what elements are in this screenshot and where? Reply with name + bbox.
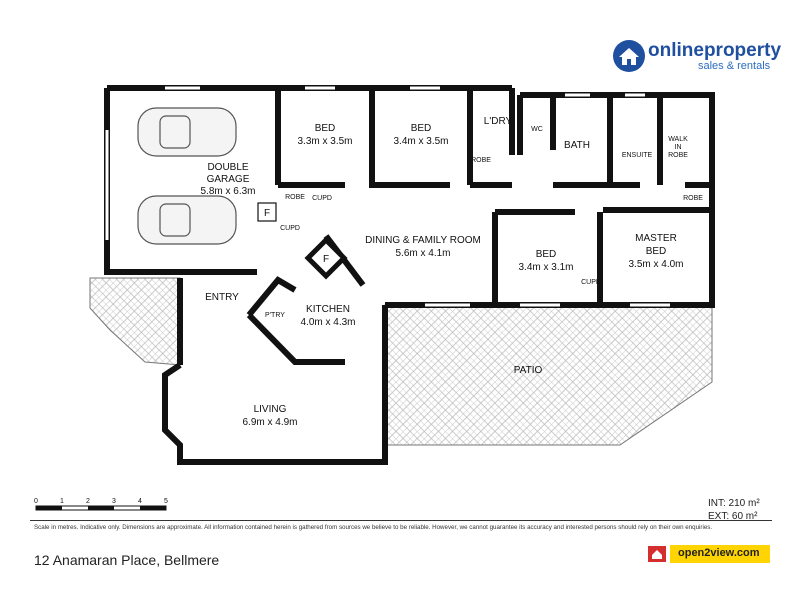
garage-dimensions: 5.8m x 6.3m [200, 186, 255, 197]
wc-label: WC [531, 126, 543, 133]
patio-label: PATIO [514, 365, 543, 376]
floor-area: INT: 210 m² EXT: 60 m² [708, 497, 760, 523]
partner-name: open2view.com [675, 547, 763, 559]
internal-area: INT: 210 m² [708, 498, 760, 509]
walkin-label: WALK [668, 136, 688, 143]
brand-tagline: sales & rentals [698, 60, 771, 72]
living-label: LIVING [254, 404, 287, 415]
dining-label: DINING & FAMILY ROOM [365, 235, 481, 246]
walkin-label-2: IN [675, 144, 682, 151]
disclaimer-text: Scale in metres. Indicative only. Dimens… [34, 524, 713, 531]
fridge-label-2: F [323, 254, 329, 265]
pantry-label: P'TRY [265, 312, 285, 319]
bed1-dimensions: 3.3m x 3.5m [297, 136, 352, 147]
scale-tick: 4 [138, 498, 142, 505]
bed2-dimensions: 3.4m x 3.5m [393, 136, 448, 147]
scale-tick: 5 [164, 498, 168, 505]
scale-tick: 3 [112, 498, 116, 505]
master-label-2: BED [646, 246, 667, 257]
kitchen-label: KITCHEN [306, 304, 350, 315]
robe-label: ROBE [285, 194, 305, 201]
living-dimensions: 6.9m x 4.9m [242, 417, 297, 428]
scale-tick: 2 [86, 498, 90, 505]
car-icon [137, 107, 237, 245]
scale-bar [35, 505, 167, 511]
brand-name: onlineproperty [648, 40, 782, 61]
brand-logo [613, 40, 645, 72]
cupd-label-2: CUPD [312, 195, 332, 202]
bed1-label: BED [315, 123, 336, 134]
dining-dimensions: 5.6m x 4.1m [395, 248, 450, 259]
master-dimensions: 3.5m x 4.0m [628, 259, 683, 270]
bath-label: BATH [564, 140, 590, 151]
bed2-label: BED [411, 123, 432, 134]
laundry-label: L'DRY [484, 116, 513, 127]
entry-label: ENTRY [205, 292, 239, 303]
entry-paving [89, 277, 181, 366]
walkin-label-3: ROBE [668, 152, 688, 159]
fridge-label: F [264, 208, 270, 219]
bed3-label: BED [536, 249, 557, 260]
patio-area [384, 304, 713, 446]
cupd-label: CUPD [280, 225, 300, 232]
garage-label-2: GARAGE [207, 174, 250, 185]
footer-divider [30, 520, 772, 521]
robe-label-3: ROBE [683, 195, 703, 202]
external-area: EXT: 60 m² [708, 511, 758, 522]
fridge-box [257, 202, 277, 222]
master-label: MASTER [635, 233, 677, 244]
cupd-label-3: CUPD [581, 279, 601, 286]
garage-label: DOUBLE [207, 162, 248, 173]
scale-tick: 0 [34, 498, 38, 505]
property-address: 12 Anamaran Place, Bellmere [34, 552, 220, 568]
ensuite-label: ENSUITE [622, 152, 653, 159]
kitchen-dimensions: 4.0m x 4.3m [300, 317, 355, 328]
scale-tick: 1 [60, 498, 64, 505]
bed3-dimensions: 3.4m x 3.1m [518, 262, 573, 273]
robe-label-2: ROBE [471, 157, 491, 164]
